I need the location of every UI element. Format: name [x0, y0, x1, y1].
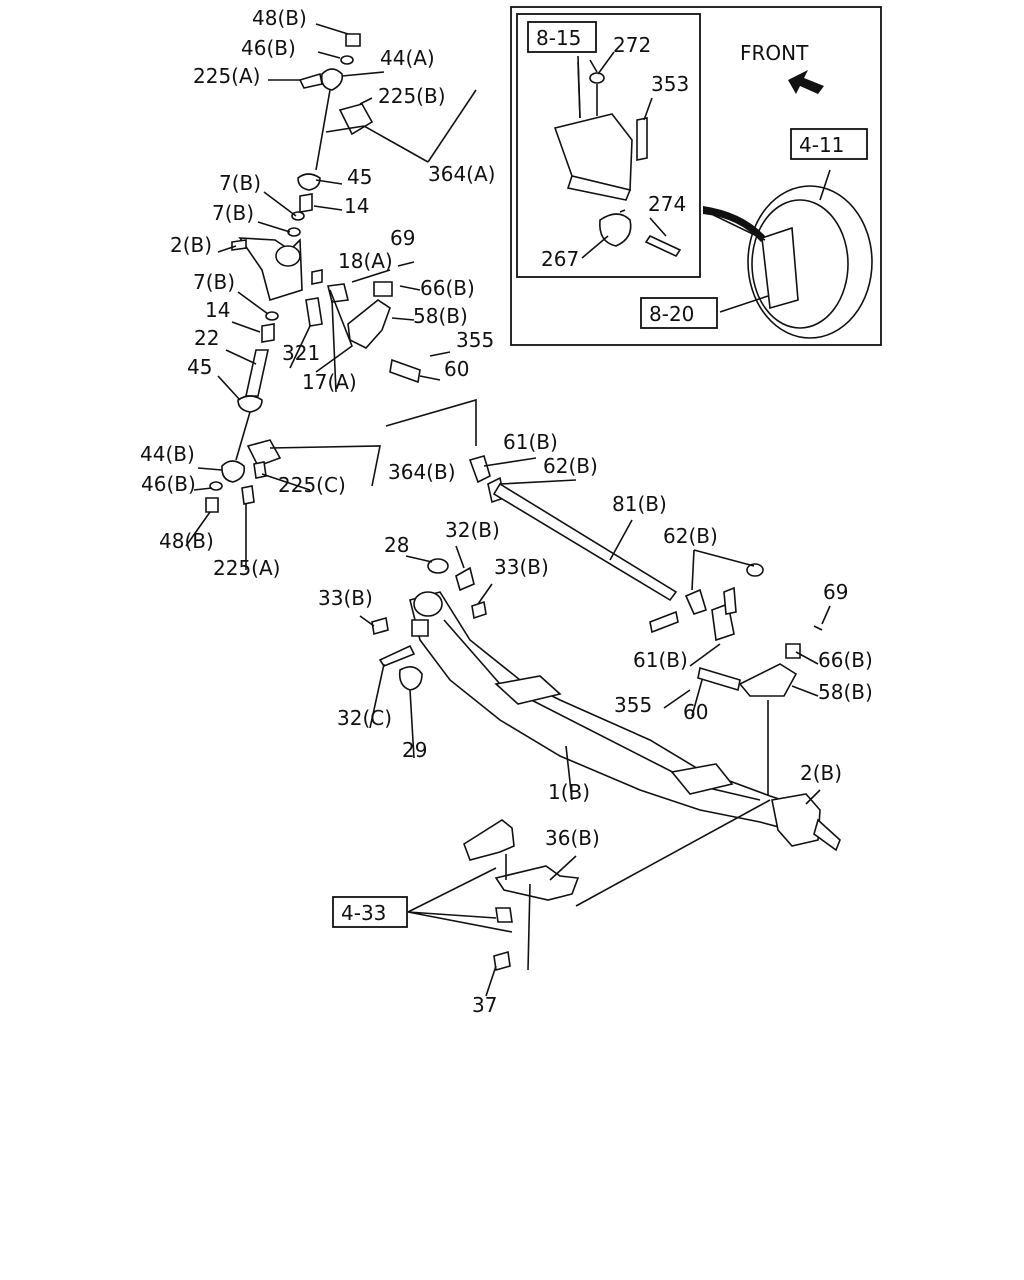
box-4-33: [332, 896, 408, 928]
label-321: 321: [282, 341, 320, 365]
label-7-b-1: 7(B): [219, 171, 261, 195]
label-69-top: 69: [390, 226, 415, 250]
boxed-label-8-15: 8-15: [536, 26, 581, 50]
front-arrow-icon: [788, 70, 824, 94]
label-58-b-top: 58(B): [413, 304, 468, 328]
callout-labels: 48(B) 46(B) 44(A) 225(A) 225(B) 364(A) 45 7(B) 1…: [140, 6, 873, 1017]
label-37: 37: [472, 993, 497, 1017]
label-267: 267: [541, 247, 579, 271]
label-7-b-2: 7(B): [212, 201, 254, 225]
pitman-arm-assembly: [407, 799, 771, 972]
inset-sub-frame: [516, 13, 701, 278]
label-32-b-top: 32(B): [445, 518, 500, 542]
steering-arm-right: [697, 625, 823, 800]
reference-boxes: 8-15 4-11 8-20 4-33: [332, 21, 868, 928]
label-66-b-top: 66(B): [420, 276, 475, 300]
label-225-b: 225(B): [378, 84, 446, 108]
label-62-b-mid: 62(B): [663, 524, 718, 548]
box-8-15: [527, 21, 597, 53]
label-61-b-top: 61(B): [503, 430, 558, 454]
label-364-b: 364(B): [388, 460, 456, 484]
label-225-a-bot: 225(A): [213, 556, 280, 580]
label-48-b-top: 48(B): [252, 6, 307, 30]
brake-drum: [702, 169, 873, 339]
axle-beam: [371, 558, 841, 852]
label-58-b-bot: 58(B): [818, 680, 873, 704]
label-355-top: 355: [456, 328, 494, 352]
label-17-a: 17(A): [302, 370, 357, 394]
inset-frame: [510, 6, 882, 346]
label-46-b-top: 46(B): [241, 36, 296, 60]
label-32-c: 32(C): [337, 706, 392, 730]
label-33-b-r: 33(B): [494, 555, 549, 579]
label-2-b-left: 2(B): [170, 233, 212, 257]
label-45-top: 45: [347, 165, 372, 189]
boxed-label-8-20: 8-20: [649, 302, 694, 326]
front-label: FRONT: [740, 41, 809, 65]
label-48-b-bot: 48(B): [159, 529, 214, 553]
label-22: 22: [194, 326, 219, 350]
label-14-top: 14: [344, 194, 369, 218]
label-225-a-top: 225(A): [193, 64, 260, 88]
label-61-b-bot: 61(B): [633, 648, 688, 672]
bracket-8-15: [553, 55, 682, 258]
label-274: 274: [648, 192, 686, 216]
label-2-b-right: 2(B): [800, 761, 842, 785]
label-272: 272: [613, 33, 651, 57]
label-14-mid: 14: [205, 298, 230, 322]
label-7-b-3: 7(B): [193, 270, 235, 294]
label-60-top: 60: [444, 357, 469, 381]
label-225-c: 225(C): [278, 473, 346, 497]
label-36-b: 36(B): [545, 826, 600, 850]
label-62-b-top: 62(B): [543, 454, 598, 478]
label-81-b: 81(B): [612, 492, 667, 516]
label-18-a: 18(A): [338, 249, 393, 273]
label-45-mid: 45: [187, 355, 212, 379]
label-355-bot: 355: [614, 693, 652, 717]
boxed-label-4-33: 4-33: [341, 901, 386, 925]
lower-kingpin-parts: [205, 311, 477, 513]
steering-knuckle-left: [231, 237, 421, 384]
leader-lines: [185, 23, 831, 997]
boxed-label-4-11: 4-11: [799, 133, 844, 157]
box-8-20: [640, 297, 718, 329]
upper-kingpin-parts: [287, 33, 477, 237]
label-44-a: 44(A): [380, 46, 435, 70]
box-4-11: [790, 128, 868, 160]
label-66-b-bot: 66(B): [818, 648, 873, 672]
label-1-b: 1(B): [548, 780, 590, 804]
label-44-b: 44(B): [140, 442, 195, 466]
label-33-b-l: 33(B): [318, 586, 373, 610]
label-46-b-bot: 46(B): [141, 472, 196, 496]
label-29: 29: [402, 738, 427, 762]
label-28: 28: [384, 533, 409, 557]
label-353: 353: [651, 72, 689, 96]
tie-rod-assembly: [468, 455, 764, 642]
label-60-bot: 60: [683, 700, 708, 724]
label-69-right: 69: [823, 580, 848, 604]
label-364-a: 364(A): [428, 162, 495, 186]
